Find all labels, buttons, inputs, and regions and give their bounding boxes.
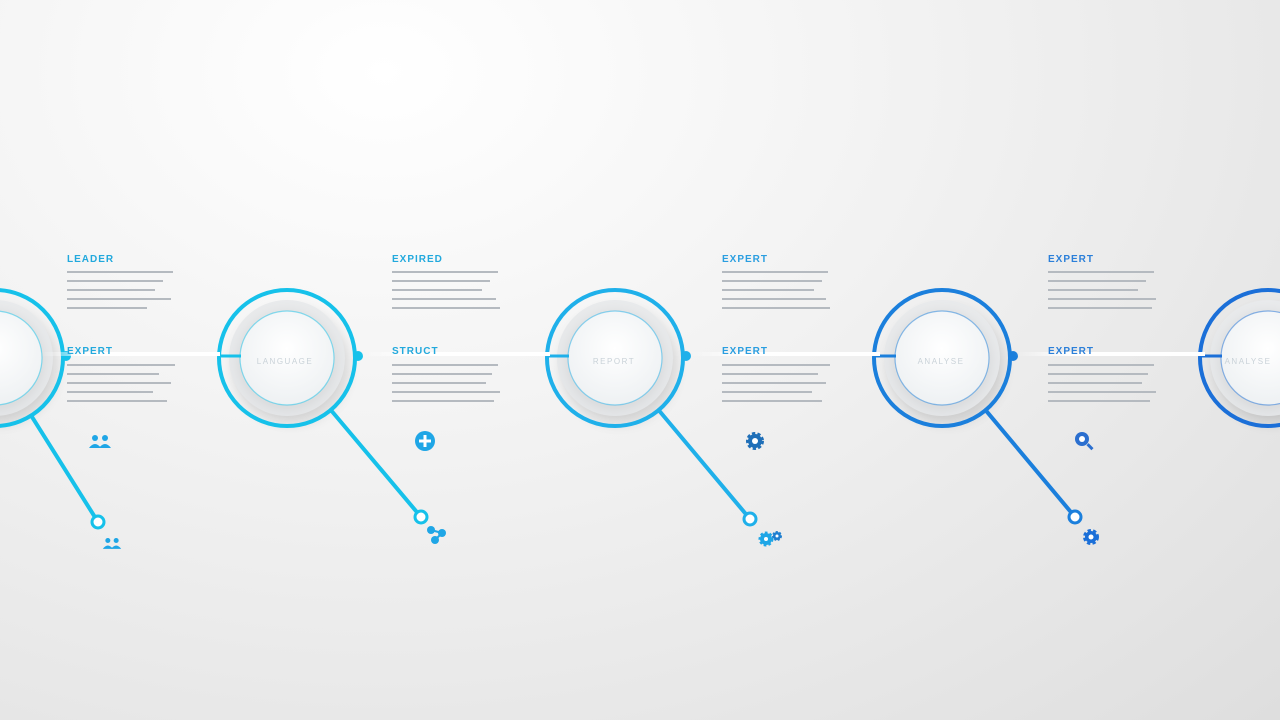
step-2-center-label: LANGUAGE <box>256 357 314 366</box>
team-icon <box>102 535 122 553</box>
step-1-top-text <box>67 271 175 316</box>
step-4-mid-text <box>1048 364 1156 409</box>
gear-pair-icon <box>758 527 784 552</box>
node-disc <box>239 310 335 406</box>
connector-line <box>40 352 220 356</box>
step-4-top-heading: EXPERT <box>1048 254 1095 265</box>
node-leg <box>29 413 100 524</box>
step-4-mid-heading: EXPERT <box>1048 346 1095 357</box>
network-icon <box>426 525 448 548</box>
step-4-center-label: ANALYSE <box>917 357 965 366</box>
step-3-center-label: REPORT <box>592 357 636 366</box>
gear-icon <box>1080 526 1102 551</box>
team-icon <box>88 433 112 452</box>
leg-end-dot <box>413 509 429 525</box>
plus-circle-icon <box>414 430 436 455</box>
connector-line <box>690 352 880 356</box>
node-disc <box>894 310 990 406</box>
node-ring <box>1198 288 1280 428</box>
step-2-top-text <box>392 271 500 316</box>
connector-line <box>360 352 550 356</box>
step-2-mid-text <box>392 364 500 409</box>
step-2-top-heading: EXPIRED <box>392 254 443 265</box>
leg-end-dot <box>90 514 106 530</box>
node-leg <box>328 407 423 519</box>
step-1-top-heading: LEADER <box>67 254 115 265</box>
leg-end-dot <box>1067 509 1083 525</box>
search-gear-icon <box>1073 430 1095 455</box>
node-knob <box>681 351 691 361</box>
node-leg <box>656 408 752 521</box>
step-1-mid-heading: EXPERT <box>67 346 114 357</box>
gear-icon <box>744 430 766 455</box>
node-disc <box>567 310 663 406</box>
step-1-mid-text <box>67 364 175 409</box>
node-disc <box>1220 310 1280 406</box>
step-3-mid-text <box>722 364 830 409</box>
step-3-mid-heading: EXPERT <box>722 346 769 357</box>
leg-end-dot <box>742 511 758 527</box>
step-3-top-text <box>722 271 830 316</box>
node-leg <box>983 408 1077 519</box>
connector-line <box>1015 352 1205 356</box>
step-5-center-label: ANALYSE <box>1224 357 1272 366</box>
step-4-top-text <box>1048 271 1156 316</box>
step-2-mid-heading: STRUCT <box>392 346 439 357</box>
node-disc <box>0 310 43 406</box>
step-3-top-heading: EXPERT <box>722 254 769 265</box>
